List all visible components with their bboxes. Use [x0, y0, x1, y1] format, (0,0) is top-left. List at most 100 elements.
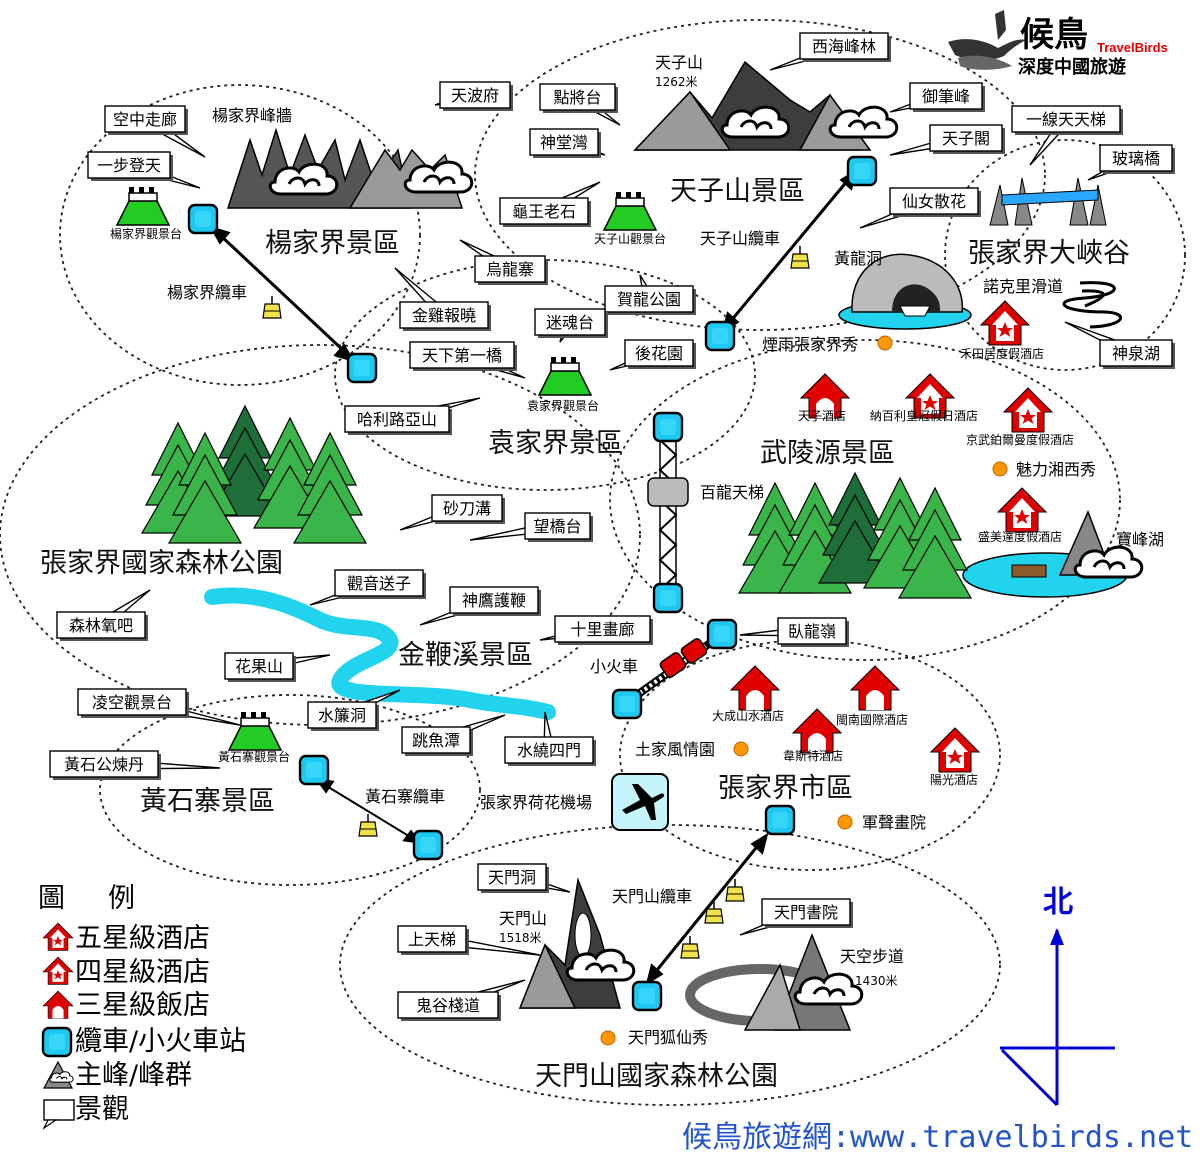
callout-label-tianzige: 天子閣	[942, 129, 990, 148]
station-icon	[706, 618, 738, 650]
callout-helonggongyuan: 賀龍公園	[604, 274, 696, 315]
label-baofenghu: 寶峰湖	[1116, 530, 1164, 549]
callout-label-halilu: 哈利路亞山	[357, 410, 437, 429]
callout-shenquanhu: 神泉湖	[1064, 321, 1175, 369]
callout-frame	[439, 81, 511, 109]
legend-five-star: 五星級酒店	[75, 923, 210, 954]
callout-label-kongzhong: 空中走廊	[113, 110, 177, 129]
label-nuokeli: 諾克里滑道	[983, 277, 1063, 296]
callout-wulongzhai: 烏龍寨	[459, 239, 548, 285]
mini-train-graphic	[627, 632, 723, 704]
zone-label-tianzishan: 天子山景區	[670, 176, 805, 207]
callout-frame	[224, 652, 294, 680]
callout-frame	[401, 726, 471, 754]
legend: 圖 例 五星級酒店 四星級酒店 三星級飯店 纜車/小火車站 主峰/峰群 景觀	[38, 883, 246, 1130]
baofenghu-graphic	[962, 510, 1144, 598]
callout-houhuayuan: 後花園	[609, 339, 696, 371]
callout-label-houhuayuan: 後花園	[635, 344, 683, 363]
callout-label-tianxiadiyiqiao: 天下第一橋	[422, 346, 502, 365]
legend-peak: 主峰/峰群	[75, 1060, 192, 1091]
callout-frame	[397, 991, 499, 1019]
callout-label-shilihualang: 十里畫廊	[570, 620, 634, 639]
callout-label-shenquanhu: 神泉湖	[1112, 344, 1160, 363]
callout-label-huangshigong: 黃石公煉丹	[64, 755, 144, 774]
callout-frame	[87, 151, 171, 179]
callout-label-xihaifenglin: 西海峰林	[812, 37, 876, 56]
label-yangjiajie-cable: 楊家界纜車	[167, 283, 247, 302]
callout-huaguoshan: 花果山	[224, 652, 331, 682]
callout-label-wangqiaotai: 望橋台	[533, 517, 581, 536]
label-yangjiajie-view: 楊家界觀景台	[110, 226, 182, 241]
zone-yuanjiajie	[334, 259, 756, 491]
label-nabaili: 納百利皇冠假日酒店	[870, 409, 978, 423]
callout-frame	[529, 128, 599, 156]
callout-label-shuiliandong: 水簾洞	[318, 706, 366, 725]
hotel-three-star-icon	[730, 665, 780, 711]
legend-station: 纜車/小火車站	[75, 1026, 246, 1057]
callout-frame	[77, 688, 187, 716]
footer-url: 候鳥旅遊網:www.travelbirds.net	[682, 1120, 1193, 1155]
label-tujia: 土家風情園	[635, 740, 715, 759]
tianzishan-peak-graphic	[633, 60, 899, 151]
callout-frame	[889, 187, 979, 215]
callout-mihuntai: 迷魂台	[534, 308, 608, 343]
legend-peak-icon	[42, 1060, 74, 1089]
callout-label-yubifeng: 御筆峰	[922, 87, 970, 106]
label-shengmeida: 盛美達度假酒店	[978, 529, 1062, 544]
label-tianzishan-view: 天子山觀景台	[594, 231, 666, 246]
callout-frame	[504, 736, 594, 764]
legend-title-2: 例	[108, 883, 135, 914]
compass-north: 北	[1043, 885, 1073, 920]
jinbian-stream	[204, 587, 556, 720]
callout-shuiliandong: 水簾洞	[307, 689, 401, 731]
callout-tiaoyutan: 跳魚潭	[401, 714, 506, 756]
station-icon	[346, 352, 378, 384]
callout-frame	[399, 301, 489, 329]
callout-label-tianmenshuyuan: 天門書院	[774, 903, 838, 922]
callout-frame	[409, 341, 515, 369]
zone-yangjiajie	[59, 84, 421, 386]
zone-label-tianmen: 天門山國家森林公園	[535, 1061, 778, 1092]
label-jingwu: 京武鉑爾曼度假酒店	[966, 432, 1074, 447]
brand-logo-chars: 候鳥	[1020, 15, 1088, 55]
wulingyuan-trees	[738, 472, 972, 599]
callout-frame	[344, 405, 450, 433]
label-bailong: 百龍天梯	[700, 483, 764, 502]
callout-frame	[534, 308, 606, 336]
callout-frame	[1099, 144, 1173, 172]
callout-label-shangtianti: 上天梯	[408, 930, 456, 949]
label-tianmenshan: 天門山	[499, 909, 547, 928]
canyon-bridge-graphic	[989, 177, 1107, 226]
callout-frame	[431, 494, 503, 522]
callout-boliqiao: 玻璃橋	[1087, 144, 1175, 181]
callout-dianjiangtai: 點將台	[539, 83, 621, 126]
callout-label-guiguzhandao: 鬼谷棧道	[416, 996, 480, 1015]
callout-label-wulongzhai: 烏龍寨	[486, 260, 534, 279]
label-tianzishan-cable: 天子山纜車	[700, 229, 780, 248]
callout-guiwanglaoshi: 龜王老石	[499, 181, 601, 227]
label-tianzishan-alt: 1262米	[655, 75, 698, 89]
station-icon	[298, 754, 330, 786]
callout-shilihualang: 十里畫廊	[539, 615, 653, 645]
callout-yixiantiantian: 一線天天梯	[1011, 105, 1123, 166]
station-icon	[652, 411, 684, 443]
gondola-icon	[262, 295, 282, 319]
callout-label-wolongling: 臥龍嶺	[788, 622, 836, 641]
zone-label-canyon: 張家界大峽谷	[968, 238, 1130, 269]
hotel-three-star-icon	[850, 665, 900, 711]
callout-label-shuiraosimen: 水繞四門	[517, 741, 581, 760]
label-yangguang: 陽光酒店	[930, 773, 978, 787]
callout-shadaogou: 砂刀溝	[399, 494, 505, 531]
hotel-five-star-icon	[930, 727, 980, 773]
label-tianmenhuxian: 天門狐仙秀	[628, 1028, 708, 1047]
label-tiankong-alt: 1430米	[855, 974, 898, 988]
zone-canyon	[944, 139, 1186, 371]
callout-frame	[604, 285, 694, 313]
hotel-three-star-icon	[792, 708, 842, 754]
view-tower-yangjiajie	[116, 186, 170, 226]
callout-label-guanyinsongzi: 觀音送子	[347, 574, 411, 593]
callout-label-lingkongguanjing: 凌空觀景台	[92, 693, 172, 712]
callout-frame	[397, 925, 467, 953]
hotel-five-star-icon	[1003, 387, 1053, 433]
